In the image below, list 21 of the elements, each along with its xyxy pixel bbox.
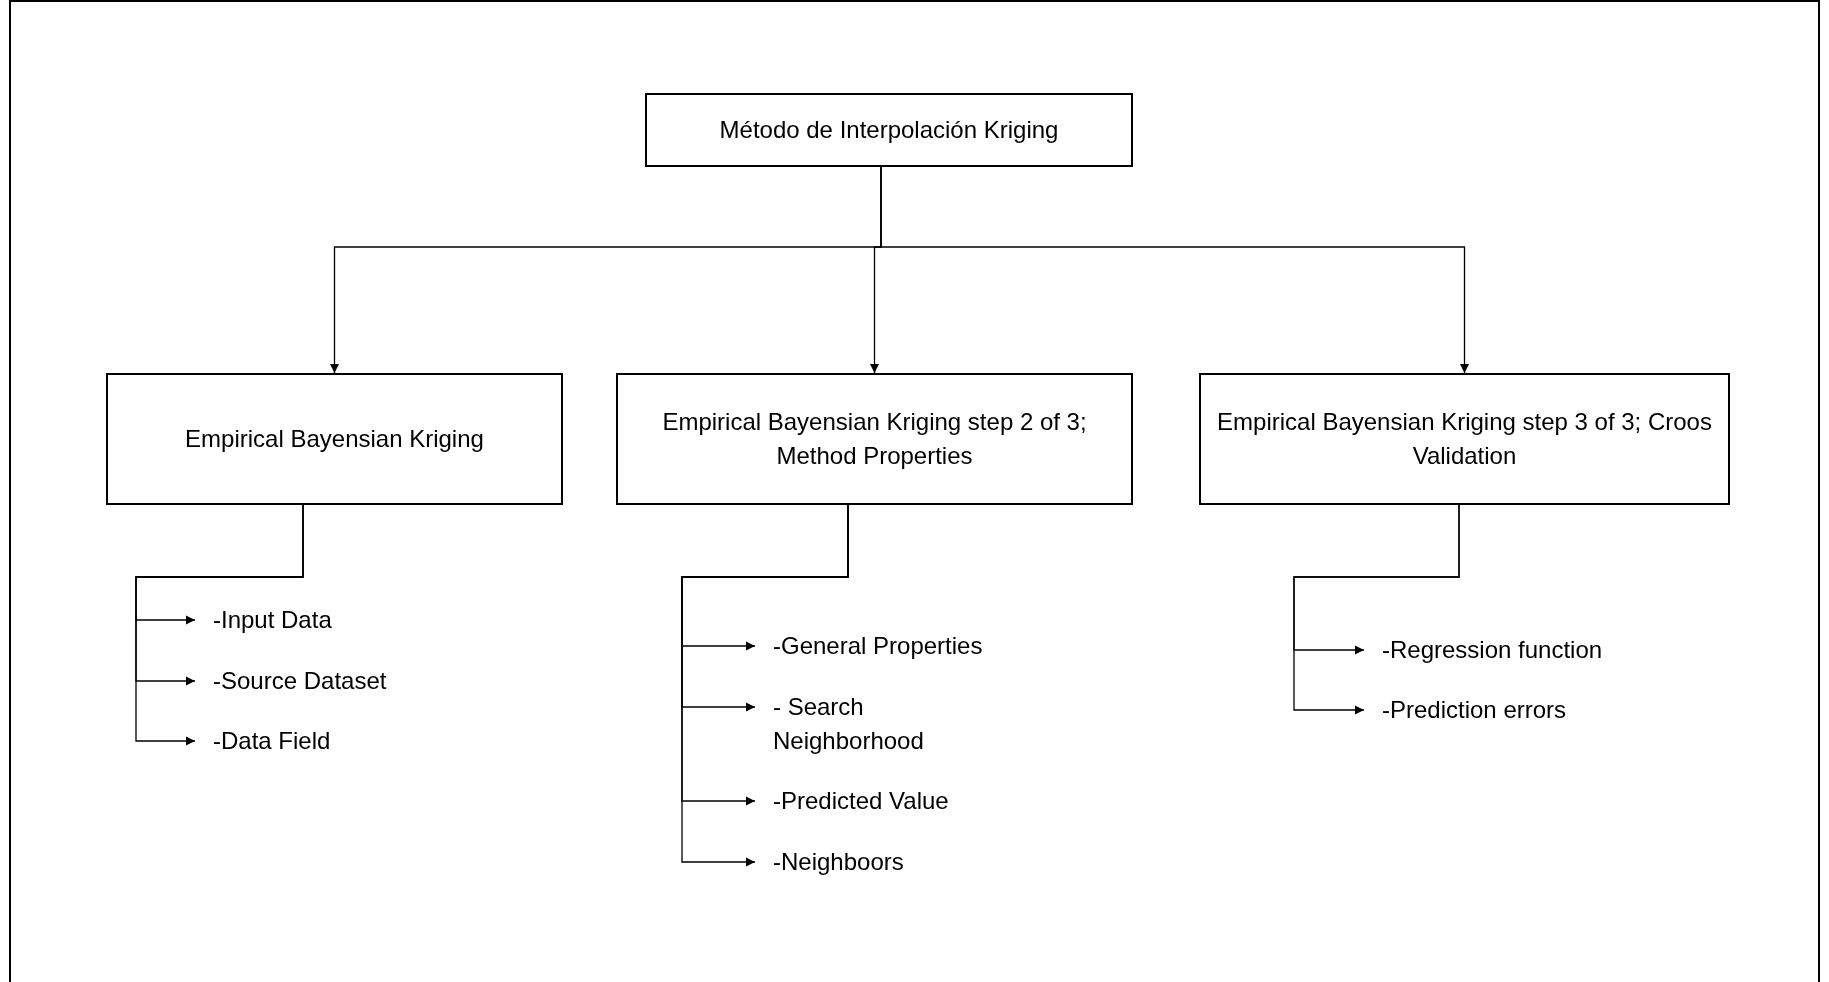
list-item-text: -Neighboors: [773, 848, 904, 875]
process-box: [645, 93, 1133, 167]
process-box: [1199, 373, 1730, 505]
list-item-text: -Predicted Value: [773, 787, 949, 814]
process-box: [616, 373, 1133, 505]
arrow: [135, 504, 304, 746]
box-label: Empirical Bayensian Kriging step 2 of 3; Method Properties: [661, 406, 1088, 471]
list-item-text: -Source Dataset: [213, 667, 387, 694]
process-box: [106, 373, 563, 505]
box-label: Empirical Bayensian Kriging step 3 of 3; Croos Validation: [1216, 406, 1713, 471]
list-item-text: -Prediction errors: [1382, 696, 1567, 723]
arrow: [681, 504, 849, 867]
arrow: [1293, 504, 1460, 715]
list-item-text: -Data Field: [213, 727, 331, 754]
arrow: [880, 166, 1470, 374]
list-item-text: -Input Data: [213, 606, 332, 633]
list-item-text: -Regression function: [1382, 636, 1603, 663]
list-item-text: - Search Neighborhood: [773, 693, 924, 755]
box-label: Método de Interpolación Kriging: [719, 114, 1059, 145]
list-item-text: -General Properties: [773, 632, 983, 659]
box-label: Empirical Bayensian Kriging: [185, 423, 484, 454]
